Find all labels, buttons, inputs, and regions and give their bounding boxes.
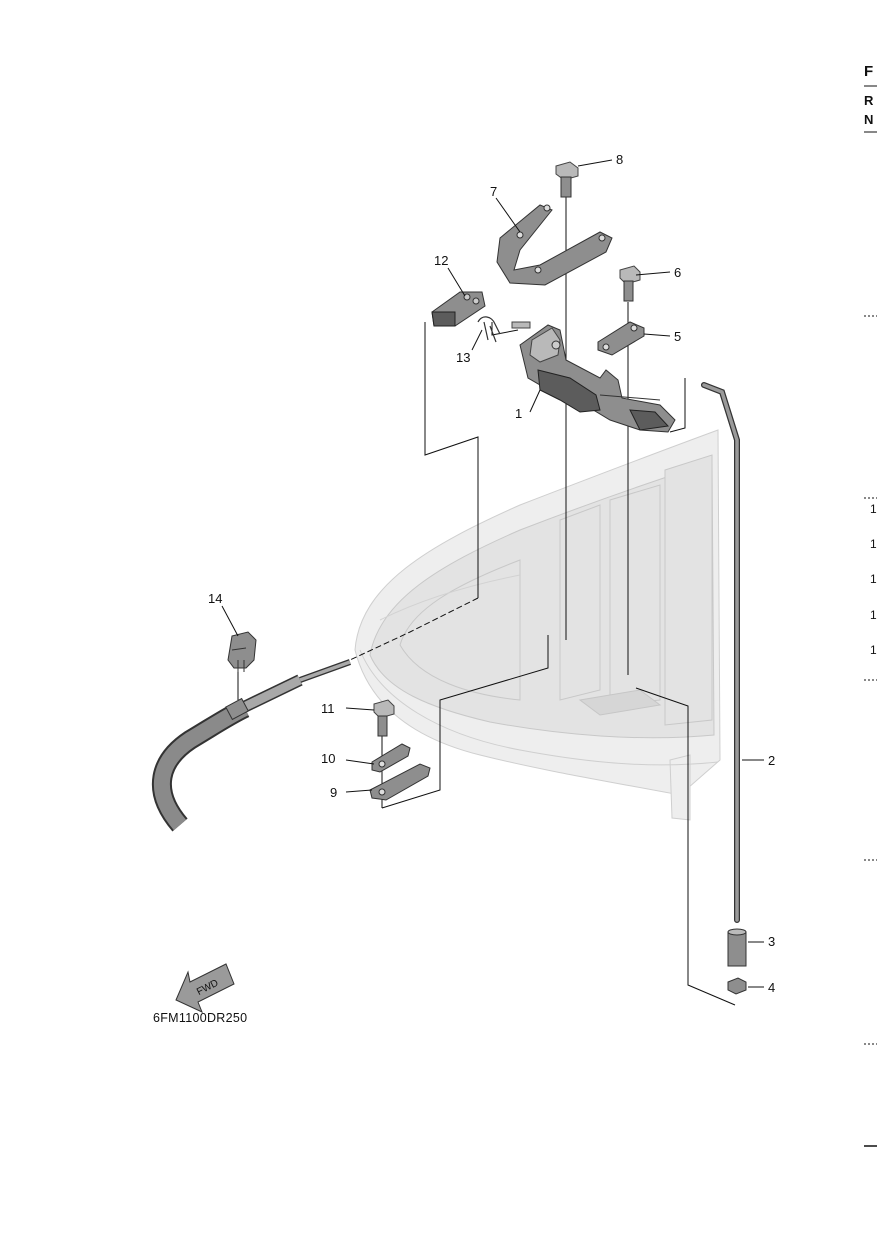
- callout-14: 14: [208, 591, 222, 606]
- part-7-bracket: [496, 204, 613, 286]
- callout-12: 12: [434, 253, 448, 268]
- part-14-clip: [227, 631, 257, 672]
- callout-7: 7: [490, 184, 497, 199]
- part-12-block: [431, 291, 486, 327]
- edge-letter-f: F: [864, 63, 873, 80]
- callout-labels: 1 2 3 4 5 6 7 8 9 10 11 12 13 14: [208, 152, 775, 995]
- callout-9: 9: [330, 785, 337, 800]
- callout-13: 13: [456, 350, 470, 365]
- part-11-bolt: [373, 699, 395, 737]
- callout-leaders: [221, 159, 764, 988]
- callout-8: 8: [616, 152, 623, 167]
- part-6-bolt: [619, 265, 641, 302]
- edge-row-4: 1: [870, 608, 877, 622]
- part-3-sleeve: [727, 928, 747, 967]
- part-13-clip: [477, 316, 501, 343]
- part-9-plate: [369, 763, 431, 801]
- edge-letter-n: N: [864, 112, 873, 127]
- edge-letter-r: R: [864, 93, 874, 108]
- assembly-lines: [237, 195, 736, 1006]
- part-1-shift-assembly: [511, 321, 676, 433]
- callout-6: 6: [674, 265, 681, 280]
- callout-1: 1: [515, 406, 522, 421]
- edge-row-2: 1: [870, 537, 877, 551]
- edge-row-1: 1: [870, 502, 877, 516]
- right-edge-strip: F R N 1 1 1 1 1: [864, 63, 877, 1147]
- fwd-arrow-icon: FWD: [175, 963, 235, 1013]
- callout-5: 5: [674, 329, 681, 344]
- callout-2: 2: [768, 753, 775, 768]
- edge-row-5: 1: [870, 643, 877, 657]
- callout-4: 4: [768, 980, 775, 995]
- bottom-cowling-ghost: [354, 429, 721, 821]
- edge-row-3: 1: [870, 572, 877, 586]
- part-5-plate: [597, 321, 645, 356]
- part-4-nut: [727, 977, 747, 995]
- callout-3: 3: [768, 934, 775, 949]
- part-10-plate: [371, 743, 411, 773]
- shift-cable: [152, 659, 352, 832]
- callout-11: 11: [321, 701, 335, 716]
- part-2-rod: [701, 382, 740, 923]
- drawing-code: 6FM1100DR250: [153, 1011, 247, 1025]
- callout-10: 10: [321, 751, 335, 766]
- part-8-bolt: [555, 161, 579, 198]
